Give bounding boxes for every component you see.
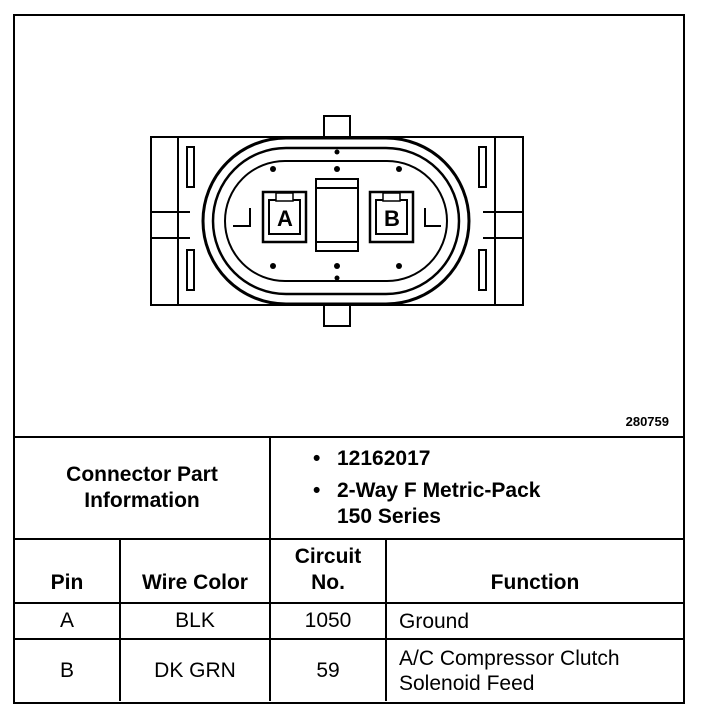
table-row: B DK GRN 59 A/C Compressor Clutch Soleno… bbox=[15, 638, 683, 701]
center-divider bbox=[315, 178, 359, 252]
table-row: A BLK 1050 Ground bbox=[15, 602, 683, 640]
connector-info-sheet: A B 280759 Connector Part Information 12… bbox=[13, 14, 685, 704]
left-upper-lock-slot bbox=[186, 146, 195, 188]
info-label-line2: Information bbox=[84, 489, 200, 512]
pin-table: Pin Wire Color Circuit No. Function A BL… bbox=[15, 538, 683, 701]
middle-seal bbox=[211, 146, 461, 296]
row-b-function: A/C Compressor Clutch Solenoid Feed bbox=[385, 638, 683, 701]
bottom-latch-tab bbox=[323, 303, 351, 327]
info-label-line1: Connector Part bbox=[66, 463, 218, 486]
inner-seal bbox=[224, 160, 448, 282]
header-circuit: Circuit No. bbox=[269, 538, 387, 604]
info-item-series: 2-Way F Metric-Pack 150 Series bbox=[313, 478, 540, 530]
row-b-circuit: 59 bbox=[269, 638, 387, 701]
row-b-wire-color: DK GRN bbox=[119, 638, 271, 701]
figure-id: 280759 bbox=[625, 414, 669, 429]
right-upper-lock-slot bbox=[478, 146, 487, 188]
pin-a-label: A bbox=[277, 206, 293, 231]
header-pin: Pin bbox=[15, 538, 121, 604]
info-item-part-number: 12162017 bbox=[313, 446, 540, 472]
row-a-function: Ground bbox=[385, 602, 683, 640]
outer-seal bbox=[201, 136, 471, 306]
info-list: 12162017 2-Way F Metric-Pack 150 Series bbox=[313, 446, 540, 536]
left-key bbox=[233, 208, 251, 227]
right-key bbox=[424, 208, 441, 227]
row-a-circuit: 1050 bbox=[269, 602, 387, 640]
header-function: Function bbox=[385, 538, 683, 604]
connector-face-view: A B bbox=[150, 115, 524, 327]
row-b-pin: B bbox=[15, 638, 121, 701]
row-a-wire-color: BLK bbox=[119, 602, 271, 640]
row-a-pin: A bbox=[15, 602, 121, 640]
cavity-a bbox=[261, 190, 308, 244]
connector-part-info: Connector Part Information 12162017 2-Wa… bbox=[15, 436, 683, 538]
info-label: Connector Part Information bbox=[15, 438, 271, 538]
header-wire-color: Wire Color bbox=[119, 538, 271, 604]
connector-drawing: A B 280759 bbox=[15, 16, 683, 436]
left-lower-lock-slot bbox=[186, 249, 195, 291]
top-latch-tab bbox=[323, 115, 351, 139]
table-header-row: Pin Wire Color Circuit No. Function bbox=[15, 538, 683, 604]
pin-b-label: B bbox=[384, 206, 400, 231]
right-lower-lock-slot bbox=[478, 249, 487, 291]
cavity-b bbox=[368, 190, 415, 244]
